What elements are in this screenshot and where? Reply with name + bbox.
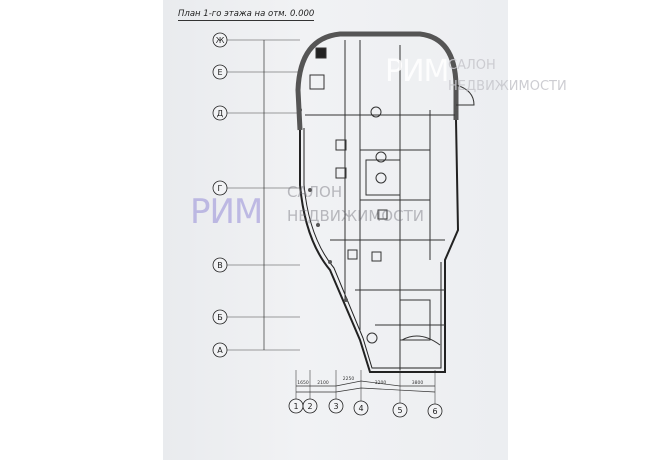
row-axis-label: Г [218,184,223,193]
row-axis-label: В [217,261,223,270]
column-axis-label: 4 [358,404,363,413]
column-axis-bubble [392,402,408,418]
building-outline [295,31,460,373]
row-axis-bubble [212,257,228,273]
column-axis-label: 5 [397,406,402,415]
column-axis-label: 6 [432,407,437,416]
row-axes: Ж Е Д Г В Б А [212,32,300,358]
column-dimension-label: 1650 [297,380,309,386]
column-axis-bubble [427,403,443,419]
column-axis-bubble [353,400,369,416]
row-axis-bubble [212,105,228,121]
exterior-columns [298,108,458,302]
row-axis-bubble [212,342,228,358]
plan-title: План 1-го этажа на отм. 0.000 [178,9,315,21]
row-axis-label: Е [217,68,222,77]
row-axis-bubble [212,180,228,196]
row-axis-label: Ж [216,36,225,45]
row-axis-label: А [217,346,223,355]
column-dimension-label: 3800 [412,380,424,386]
column-dimension-label: 2250 [343,376,355,382]
row-axis-label: Б [217,313,223,322]
interior-walls [305,40,475,370]
column-dimension-label: 3200 [375,380,387,386]
column-dimension-label: 2100 [317,380,329,386]
row-axis-label: Д [217,109,223,118]
row-axis-bubble [212,32,228,48]
column-axis-label: 1 [293,402,298,411]
horizontal-dimension-lines [296,380,436,393]
column-axis-bubble [302,398,318,414]
column-axis-label: 3 [333,402,338,411]
row-axis-bubble [212,309,228,325]
column-axis-bubble [328,398,344,414]
column-axis-label: 2 [307,402,312,411]
row-axis-bubble [212,64,228,80]
